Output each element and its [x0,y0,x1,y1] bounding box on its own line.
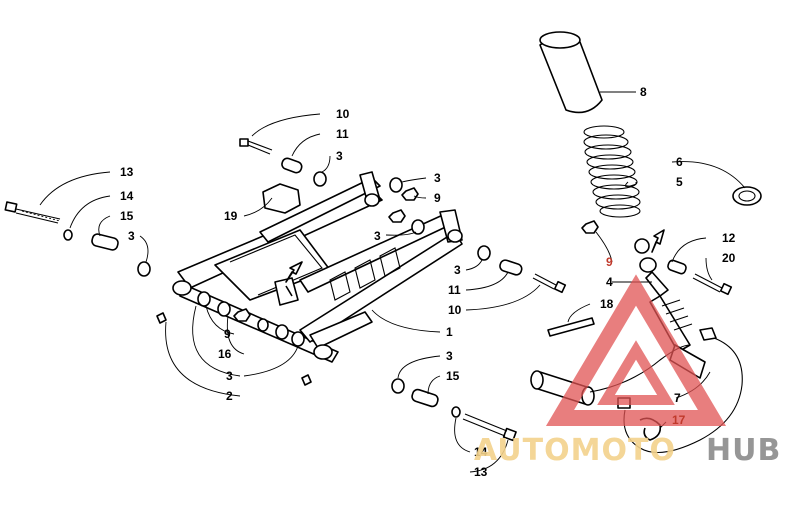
washer-right-bottom [451,406,461,418]
long-bolt-right [462,413,517,442]
upper-bolt [239,138,273,155]
watermark-triangle [545,274,727,426]
spacer-right-lower [499,259,523,276]
callout-13: 13 [120,165,134,179]
callout-11: 11 [336,127,349,141]
bushing-right-upper [389,177,403,193]
pivot-arrow-left [285,261,303,283]
callout-3: 3 [226,369,233,383]
pivot-arrow-right [651,229,665,253]
nut-right-middle [388,209,406,223]
callout-18: 18 [600,297,614,311]
bushing-right-middle [411,219,425,235]
long-bolt-left [4,201,61,224]
bolt-right-lower [532,273,567,294]
shock-bolt [692,273,733,296]
callout-3: 3 [336,149,343,163]
upper-bushing [313,171,327,187]
bushing-lower-1 [197,291,211,307]
bushing-block [262,183,301,214]
washer-left [63,229,73,241]
callout-3: 3 [434,171,441,185]
nut-right-upper [401,187,419,201]
callout-17: 17 [672,413,686,427]
bushing-right-bottom [391,378,405,394]
shock-upper-bushing [634,238,650,254]
callout-1: 1 [446,325,453,339]
callout-14: 14 [474,445,488,459]
shock-nut [581,220,599,234]
bushing-right-lower [477,245,491,261]
spacer-right-bottom [411,388,439,408]
callout-8: 8 [640,85,647,99]
spring-collar [732,186,762,206]
callout-9: 9 [224,327,231,341]
callout-6: 6 [676,155,683,169]
callout-9: 9 [606,255,613,269]
bushing-left [137,261,151,277]
callout-15: 15 [446,369,460,383]
callout-3: 3 [128,229,135,243]
callout-16: 16 [218,347,232,361]
shock-spring [583,125,641,218]
cable-tie [547,317,595,337]
shock-boot [539,31,603,114]
callout-10: 10 [448,303,462,317]
watermark-logo [545,274,727,426]
callout-13: 13 [474,465,488,479]
callout-4: 4 [606,275,613,289]
callout-2: 2 [226,389,233,403]
callout-11: 11 [448,283,461,297]
callout-14: 14 [120,189,134,203]
washer-lower-left [257,318,269,332]
callout-19: 19 [224,209,238,223]
watermark-text-right: HUB [706,433,781,468]
spacer-left [91,233,119,251]
callout-20: 20 [722,251,736,265]
callout-5: 5 [676,175,683,189]
shock-spacer [667,259,687,275]
callout-3: 3 [446,349,453,363]
callout-3: 3 [454,263,461,277]
grease-fitting-1 [156,312,167,324]
callout-15: 15 [120,209,134,223]
callout-3: 3 [374,229,381,243]
callout-9: 9 [434,191,441,205]
bushing-lower-2 [217,301,231,317]
bushing-lower-3 [275,324,289,340]
grease-fitting-2 [301,374,312,386]
watermark-text-left: AUTOMOTO [474,433,676,468]
callout-7: 7 [674,391,681,405]
upper-spacer [281,157,303,174]
callout-10: 10 [336,107,350,121]
nut-lower-left [233,308,251,322]
callout-12: 12 [722,231,736,245]
